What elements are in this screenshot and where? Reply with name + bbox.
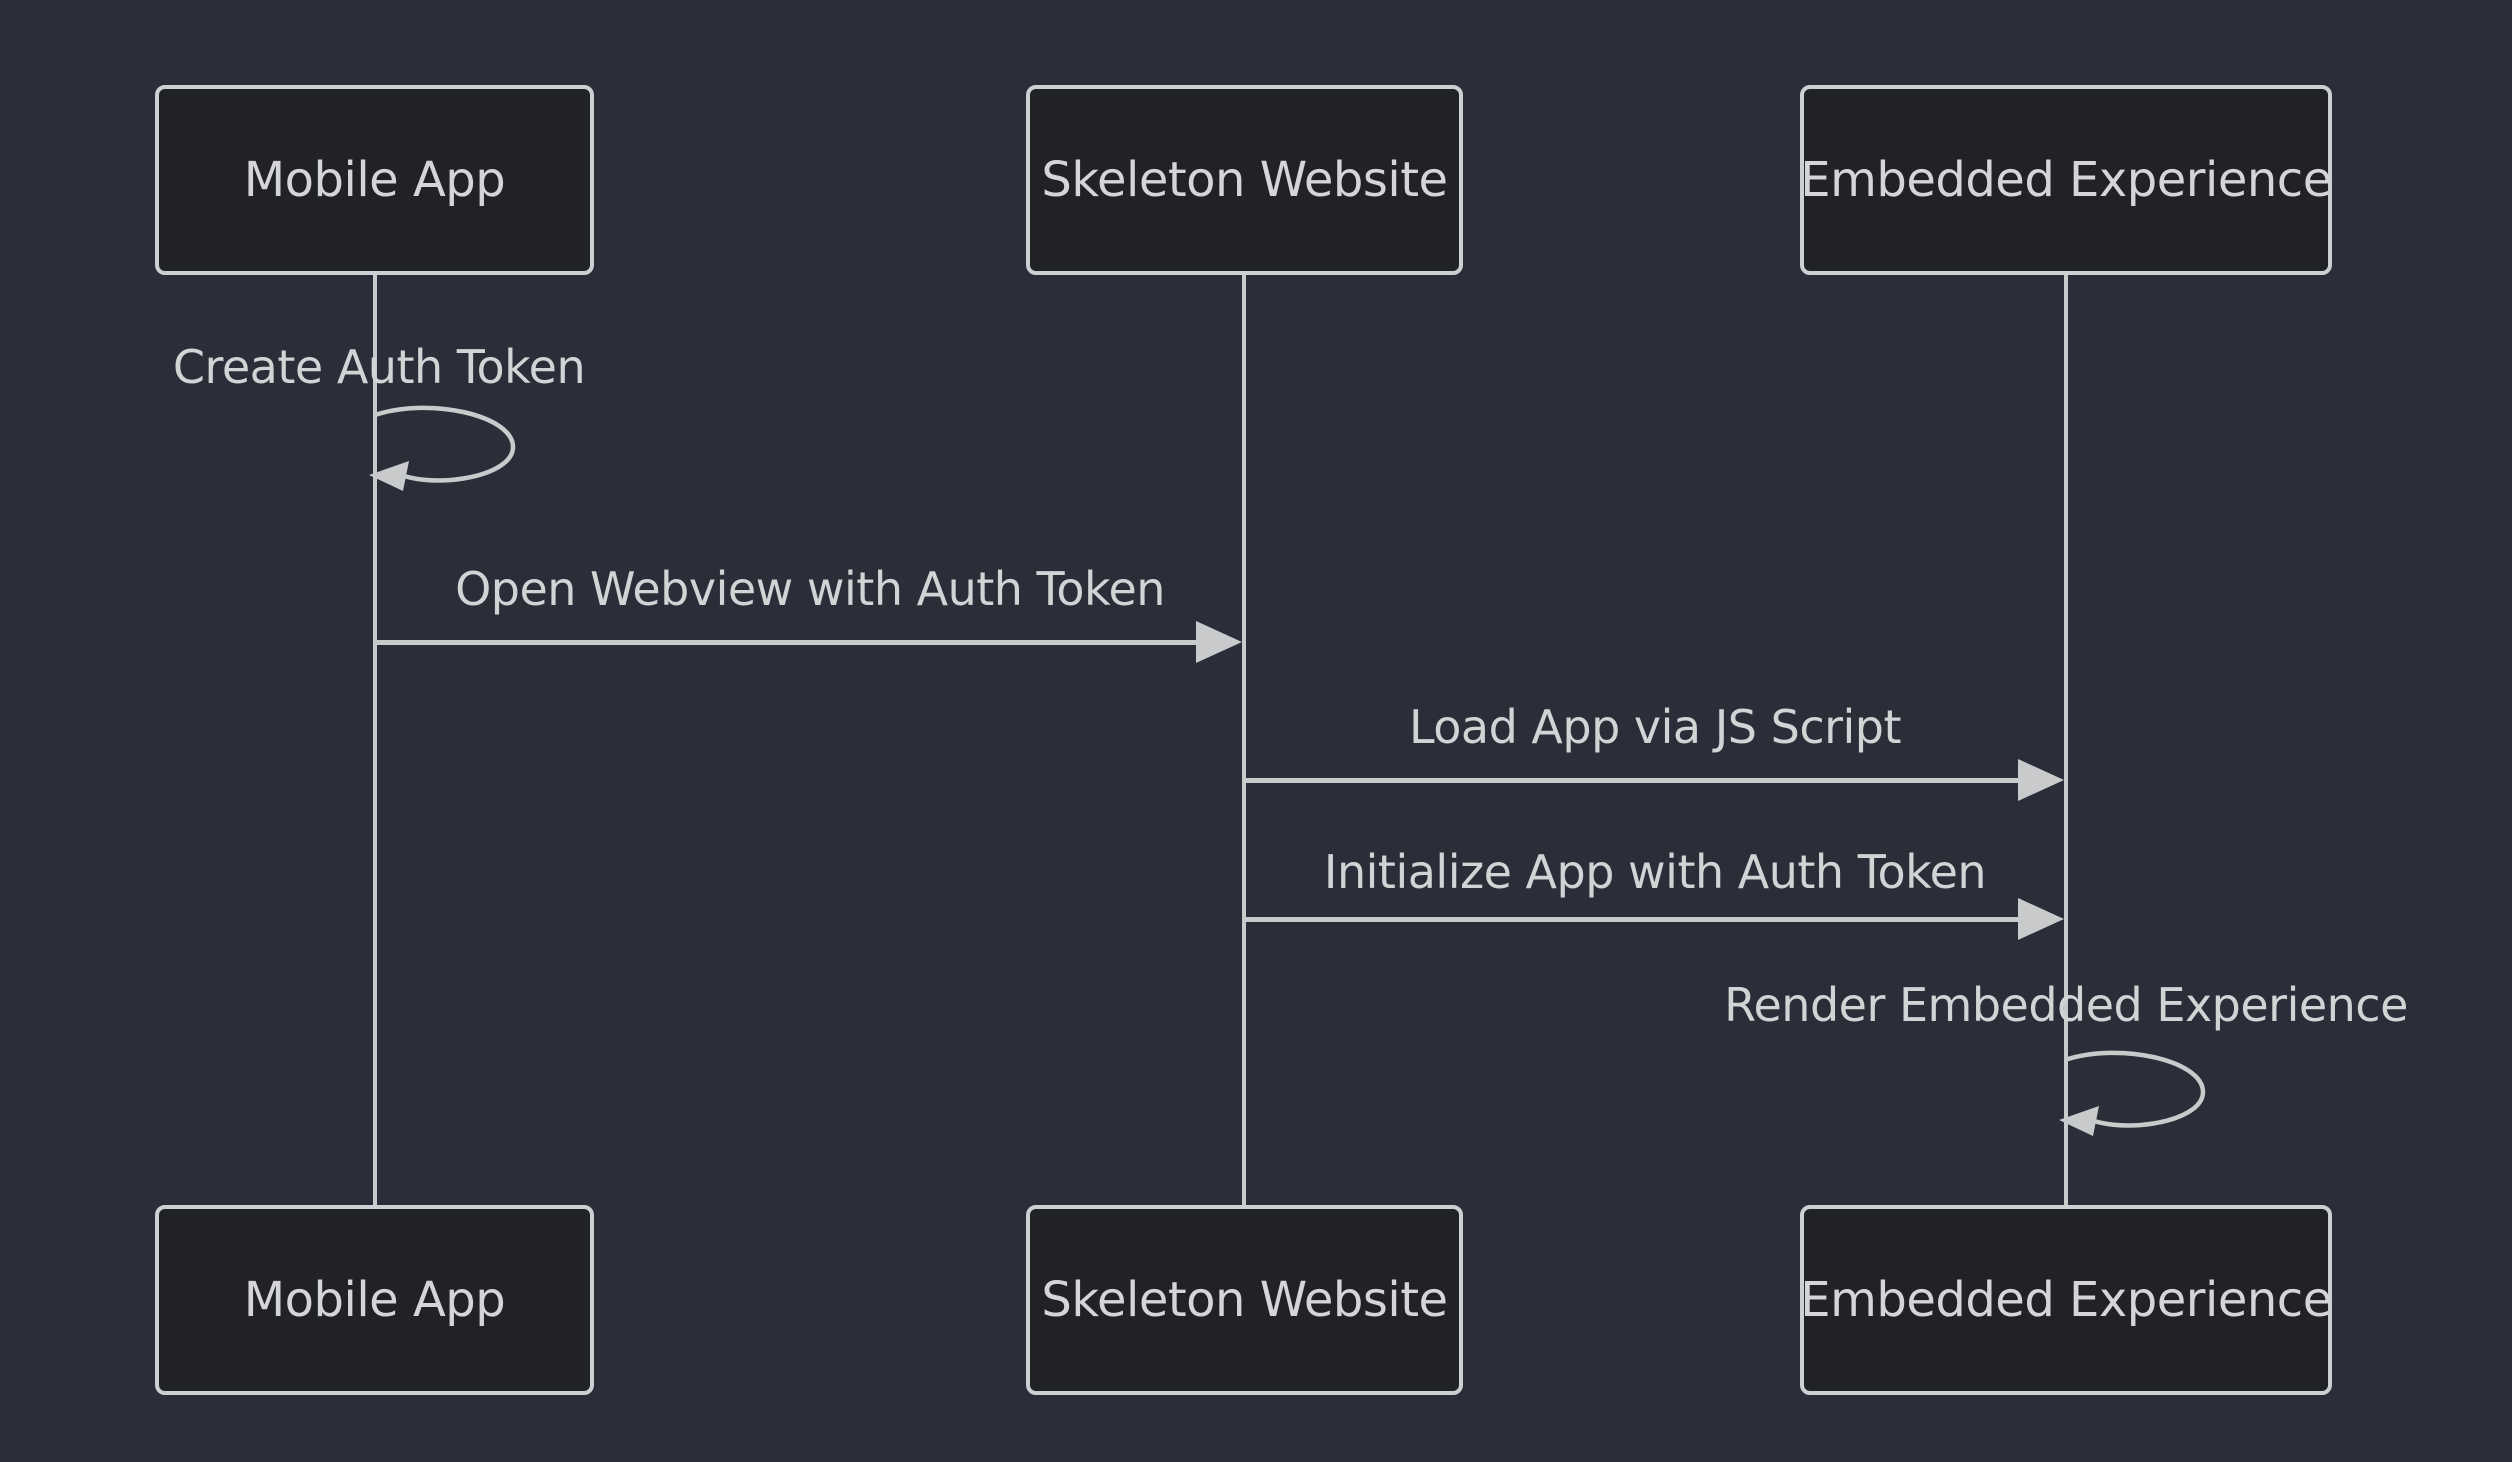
message-label-load-app: Load App via JS Script (1408, 700, 1902, 754)
actor-label: Mobile App (243, 1272, 506, 1328)
actor-label: Skeleton Website (1041, 1272, 1448, 1328)
actor-label: Mobile App (243, 152, 506, 208)
actor-top-mobile-app: Mobile App (155, 85, 594, 275)
arrowhead-right-icon (2018, 759, 2064, 801)
message-label-create-auth-token: Create Auth Token (172, 340, 586, 394)
message-line-initialize-app (1244, 917, 2022, 922)
self-loop-arrow-icon (369, 405, 516, 491)
actor-label: Embedded Experience (1800, 1272, 2332, 1328)
actor-top-embedded-experience: Embedded Experience (1800, 85, 2332, 275)
self-loop-arrow-icon (2059, 1050, 2206, 1136)
message-label-initialize-app: Initialize App with Auth Token (1323, 845, 1987, 899)
message-label-open-webview: Open Webview with Auth Token (455, 562, 1165, 616)
arrowhead-right-icon (1196, 621, 1242, 663)
message-line-load-app (1244, 778, 2022, 783)
lifeline-embedded-experience (2064, 275, 2068, 1205)
lifeline-mobile-app (373, 275, 377, 1205)
lifeline-skeleton-website (1242, 275, 1246, 1205)
message-label-render-embedded: Render Embedded Experience (1724, 978, 2408, 1032)
actor-bottom-mobile-app: Mobile App (155, 1205, 594, 1395)
actor-bottom-embedded-experience: Embedded Experience (1800, 1205, 2332, 1395)
actor-top-skeleton-website: Skeleton Website (1026, 85, 1463, 275)
message-line-open-webview (375, 640, 1200, 645)
actor-bottom-skeleton-website: Skeleton Website (1026, 1205, 1463, 1395)
actor-label: Skeleton Website (1041, 152, 1448, 208)
arrowhead-right-icon (2018, 898, 2064, 940)
actor-label: Embedded Experience (1800, 152, 2332, 208)
